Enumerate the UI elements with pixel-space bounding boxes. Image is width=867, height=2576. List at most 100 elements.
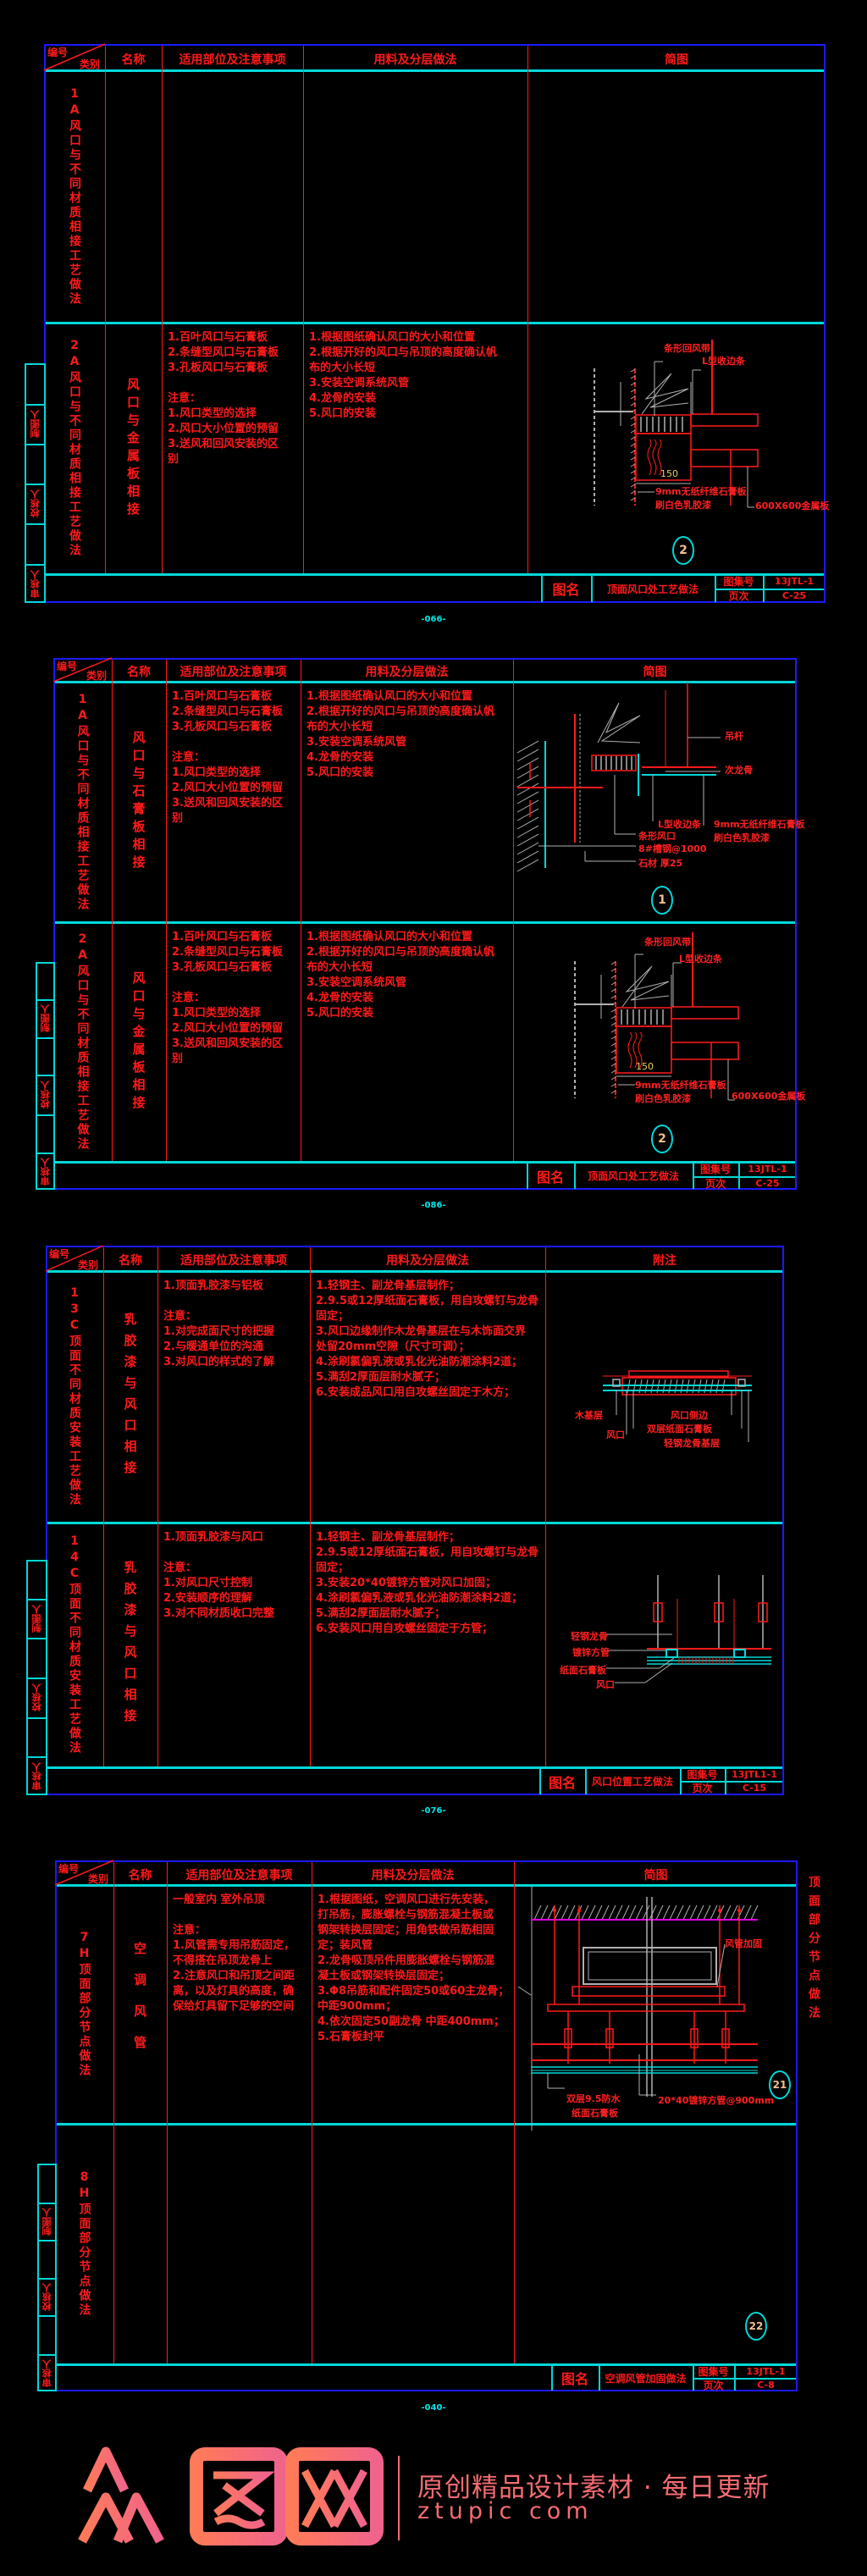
- method-line: 2.根据开好的风口与吊顶的高度确认帆: [306, 705, 494, 718]
- drawing-title: 风口位置工艺做法: [591, 1776, 673, 1788]
- title-block-divider: [527, 1162, 528, 1189]
- note-line: 别: [172, 812, 184, 825]
- title-block-divider: [551, 2364, 553, 2391]
- header-type-label: 类别: [86, 670, 108, 682]
- row-divider: [55, 1161, 795, 1164]
- note-line: 2.与暖通单位的沟通: [163, 1341, 263, 1353]
- page-label: 页次: [704, 1177, 726, 1190]
- sheet-frame: [55, 1860, 798, 2391]
- sheet-frame: [44, 44, 826, 603]
- signature-cell: 审核人: [36, 1153, 55, 1190]
- row-name: 空调风管: [132, 1942, 147, 2067]
- row-code: 7H顶面部分节点做法: [77, 1931, 91, 2078]
- note-line: 3.孔板风口与石膏板: [172, 961, 272, 974]
- diagram-label: 纸面石膏板: [572, 2108, 618, 2119]
- note-line: 1.顶面乳胶漆与铝板: [163, 1280, 263, 1292]
- column-divider: [105, 46, 106, 573]
- method-line: 5.满刮2厚面层耐水腻子；: [316, 1607, 446, 1620]
- diagram-label: 风口: [606, 1429, 625, 1440]
- section-detail-drawing: [517, 1885, 759, 2131]
- row-name-cell: 乳胶漆与风口相接: [103, 1280, 157, 1514]
- diagram-label: 刷白色乳胶漆: [655, 500, 711, 511]
- detail-number-badge: 2: [651, 1125, 673, 1153]
- note-line: 2.风口大小位置的预留: [172, 1022, 283, 1035]
- sheet-frame: [46, 1246, 784, 1795]
- diagram-label: 刷白色乳胶漆: [635, 1093, 691, 1104]
- note-line: [163, 1545, 308, 1561]
- diagram-label: 150: [660, 468, 678, 479]
- strip-divider: [25, 523, 46, 525]
- diagram-label: 风口: [596, 1679, 615, 1690]
- title-name-label: 图名: [552, 582, 580, 598]
- row-divider: [57, 2363, 796, 2366]
- row-code: 13C顶面不同材质安装工艺做法: [68, 1286, 81, 1507]
- signature-cell: 校核人: [36, 1075, 55, 1114]
- atlas-number: 13JTL-1: [748, 1164, 787, 1175]
- row-methods: 1.轻钢主、副龙骨基层制作；2.9.5或12厚纸面石膏板，用自攻螺钉与龙骨固定；…: [316, 1530, 544, 1637]
- signature-label: 审核人: [30, 1761, 42, 1790]
- row-divider: [47, 1522, 782, 1524]
- signature-cell: 校核人: [25, 484, 46, 523]
- strip-divider: [25, 444, 46, 445]
- note-line: 注意：: [173, 1924, 207, 1937]
- row-divider: [55, 921, 795, 924]
- strip-divider: [25, 404, 46, 406]
- page-label: 页次: [692, 1783, 713, 1794]
- method-line: 2.9.5或12厚纸面石膏板，用自攻螺钉与龙骨: [316, 1546, 539, 1559]
- column-divider: [167, 1862, 168, 2363]
- column-divider: [157, 1247, 158, 1766]
- header-diagonal: [43, 43, 106, 71]
- note-line: 3.送风和回风安装的区: [172, 1037, 283, 1050]
- method-line: 6.安装成品风口用自攻螺丝固定于木方；: [316, 1386, 515, 1399]
- diagram-label: 条形风口: [638, 831, 676, 842]
- strip-divider: [26, 1638, 47, 1639]
- figure-cell: 木基层风口侧边双层纸面石膏板风口轻钢龙骨基层: [545, 1271, 784, 1523]
- header-notes: 适用部位及注意事项: [179, 666, 287, 679]
- strip-divider: [36, 999, 55, 1001]
- signature-cell: 制图人: [36, 999, 55, 1037]
- strip-divider: [37, 2278, 57, 2280]
- note-line: 2.条缝型风口与石膏板: [168, 346, 279, 359]
- strip-divider: [26, 1599, 47, 1600]
- column-divider: [103, 1247, 104, 1766]
- method-line: 4.龙骨的安装: [306, 751, 373, 764]
- strip-divider: [26, 1678, 47, 1679]
- method-line: 布的大小长短: [306, 961, 373, 974]
- row-code-cell: 1A风口与不同材质相接工艺做法: [44, 79, 105, 314]
- row-divider: [47, 1270, 782, 1273]
- title-block-divider: [693, 2378, 796, 2380]
- method-line: 5.风口的安装: [306, 766, 373, 779]
- method-line: 4.涂刷氯偏乳液或乳化光油防潮涂料2道；: [316, 1356, 523, 1368]
- method-line: 5.满刮2厚面层耐水腻子；: [316, 1371, 446, 1384]
- diagram-label: 石材 厚25: [638, 858, 683, 869]
- atlas-label: 图集号: [699, 1164, 731, 1175]
- method-line: 4.涂刷氯偏乳液或乳化光油防潮涂料2道；: [316, 1592, 523, 1605]
- title-block-divider: [599, 2364, 600, 2391]
- column-divider: [527, 46, 528, 573]
- row-methods: 1.根据图纸，空调风口进行先安装，打吊筋，膨胀螺栓与钢筋混凝土板或钢架转换层固定…: [318, 1893, 512, 2045]
- signature-label: 校核人: [41, 2282, 52, 2311]
- header-diagonal: [54, 1860, 114, 1886]
- strip-divider: [37, 2240, 57, 2242]
- row-name-cell: 风口与石膏板相接: [112, 690, 166, 914]
- detail-number-badge: 2: [672, 536, 694, 565]
- diagram-label: L型收边条: [702, 356, 746, 367]
- row-code: 14C顶面不同材质安装工艺做法: [68, 1534, 81, 1755]
- header-figure: 简图: [643, 666, 667, 679]
- section-detail-drawing: [516, 683, 721, 872]
- method-line: 1.根据图纸，空调风口进行先安装，: [318, 1893, 494, 1906]
- header-method: 用料及分层做法: [386, 1254, 469, 1268]
- strip-divider: [36, 1075, 55, 1076]
- diagram-label: 条形回风带: [644, 937, 691, 948]
- row-name: 乳胶漆与风口相接: [122, 1560, 138, 1730]
- note-line: 1.对风口尺寸控制: [163, 1577, 252, 1589]
- diagram-label: 双层纸面石膏板: [647, 1423, 712, 1434]
- detail-number-badge: 22: [745, 2312, 767, 2341]
- column-divider: [166, 660, 167, 1161]
- method-line: 2.根据开好的风口与吊顶的高度确认帆: [309, 346, 497, 359]
